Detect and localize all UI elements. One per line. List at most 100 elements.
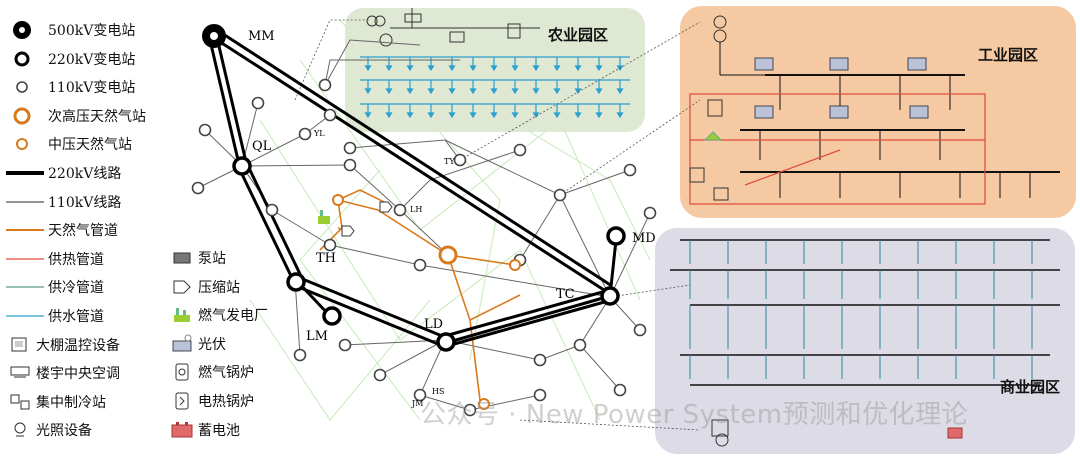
- substation-110kv: [613, 383, 627, 397]
- park-feeders: [294, 19, 701, 431]
- legend-label: 500kV变电站: [48, 23, 136, 39]
- agriculture-water-network: [360, 56, 630, 119]
- substation-110kv: [265, 203, 279, 217]
- industrial-park-area: [680, 6, 1076, 218]
- compressor-icon-2: [341, 225, 355, 237]
- legend-item: 220kV线路: [2, 161, 121, 185]
- label-LM: LM: [306, 329, 328, 344]
- substation-MD: [606, 226, 626, 246]
- legend-label: 220kV变电站: [48, 51, 136, 68]
- label-HS: HS: [432, 387, 444, 396]
- substation-MM: [202, 24, 226, 48]
- legend-label: 电热锅炉: [198, 394, 254, 410]
- substation-110kv: [553, 188, 567, 202]
- cooling-station-icon: [6, 390, 36, 414]
- gas-pipe-icon: [2, 218, 48, 242]
- substation-110kv: [191, 181, 205, 195]
- legend-item: 中压天然气站: [2, 132, 132, 156]
- gas-station-mp-3: [478, 398, 490, 410]
- label-MD: MD: [632, 231, 656, 246]
- legend-label: 110kV线路: [48, 194, 122, 211]
- substation-LD: [436, 332, 456, 352]
- legend-label: 220kV线路: [48, 166, 122, 182]
- substation-110kv: [323, 108, 337, 122]
- substation-220kv-icon: [2, 47, 48, 71]
- legend-item: 燃气发电厂: [168, 303, 268, 327]
- gas-station-mp-2: [509, 259, 521, 271]
- substation-LM: [322, 306, 342, 326]
- agriculture-park-label: 农业园区: [547, 26, 608, 44]
- legend-label: 集中制冷站: [36, 394, 106, 411]
- legend-item: 光照设备: [6, 418, 92, 442]
- compressor-icon: [379, 201, 393, 213]
- label-TH: TH: [316, 251, 336, 266]
- legend-item: 蓄电池: [168, 418, 240, 442]
- substation-110kv: [393, 203, 407, 217]
- legend-item: 110kV变电站: [2, 75, 135, 99]
- legend-item: 次高压天然气站: [2, 104, 146, 128]
- gas-boiler-icon: [168, 360, 198, 384]
- water-pipe-icon: [2, 304, 48, 328]
- substation-110kv: [513, 143, 527, 157]
- legend-label: 供热管道: [48, 251, 104, 268]
- gas-pipelines: [319, 189, 521, 401]
- legend-item: 供热管道: [2, 247, 104, 271]
- substation-110kv: [413, 258, 427, 272]
- label-MM: MM: [248, 29, 275, 44]
- substation-110kv: [343, 158, 357, 172]
- legend-label: 供冷管道: [48, 280, 104, 297]
- legend-item: 供水管道: [2, 304, 104, 328]
- substation-TH: [286, 272, 306, 292]
- legend-label: 燃气发电厂: [198, 308, 268, 325]
- commercial-park-label: 商业园区: [1000, 378, 1060, 396]
- line-220kv-icon: [2, 161, 48, 185]
- legend-item: 燃气锅炉: [168, 360, 254, 384]
- legend-item: 110kV线路: [2, 190, 121, 214]
- substation-110kv: [633, 323, 647, 337]
- commercial-network: [670, 239, 1060, 447]
- compressor-icon: [168, 275, 198, 299]
- gas-station-mp-1: [332, 194, 344, 206]
- substation-110kv: [413, 388, 427, 402]
- label-LH: LH: [410, 205, 422, 214]
- legend-item: 天然气管道: [2, 218, 118, 242]
- commercial-park-area: [655, 228, 1075, 454]
- industrial-park-label: 工业园区: [978, 46, 1038, 64]
- legend-label: 供水管道: [48, 309, 104, 325]
- substations-220kv: [232, 156, 626, 352]
- lines-220kv: [208, 30, 618, 348]
- gas-stations: [332, 194, 521, 410]
- substation-110kv: [623, 163, 637, 177]
- legend-item: 供冷管道: [2, 275, 104, 299]
- substation-110kv: [533, 353, 547, 367]
- electric-boiler-icon: [168, 389, 198, 413]
- lighting-icon: [6, 418, 36, 442]
- legend-label: 光伏: [198, 336, 226, 353]
- gas-station-mp-icon: [2, 132, 48, 156]
- substation-110kv: [463, 403, 477, 417]
- substation-110kv: [198, 123, 212, 137]
- label-TC: TC: [556, 287, 575, 302]
- substation-110kv: [343, 141, 357, 155]
- label-TY: TY: [444, 157, 455, 166]
- pv-icon: [168, 332, 198, 356]
- heat-pipe-icon: [2, 247, 48, 271]
- legend-item: 220kV变电站: [2, 47, 135, 71]
- legend-item: 500kV变电站: [2, 18, 135, 42]
- legend-item: 电热锅炉: [168, 389, 254, 413]
- legend-label: 大棚温控设备: [36, 337, 120, 354]
- greenhouse-control-icon: [6, 333, 36, 357]
- line-110kv-icon: [2, 190, 48, 214]
- lighting-icon: [379, 33, 393, 47]
- legend-label: 光照设备: [36, 423, 92, 440]
- industrial-network: [689, 15, 1060, 205]
- legend-label: 压缩站: [198, 279, 240, 296]
- cool-pipe-icon: [2, 275, 48, 299]
- pump-station-icon: [168, 246, 198, 270]
- substation-110kv: [251, 96, 265, 110]
- label-QL: QL: [252, 139, 272, 154]
- label-JM: JM: [411, 399, 423, 408]
- legend-label: 次高压天然气站: [48, 108, 146, 125]
- battery-icon: [168, 418, 198, 442]
